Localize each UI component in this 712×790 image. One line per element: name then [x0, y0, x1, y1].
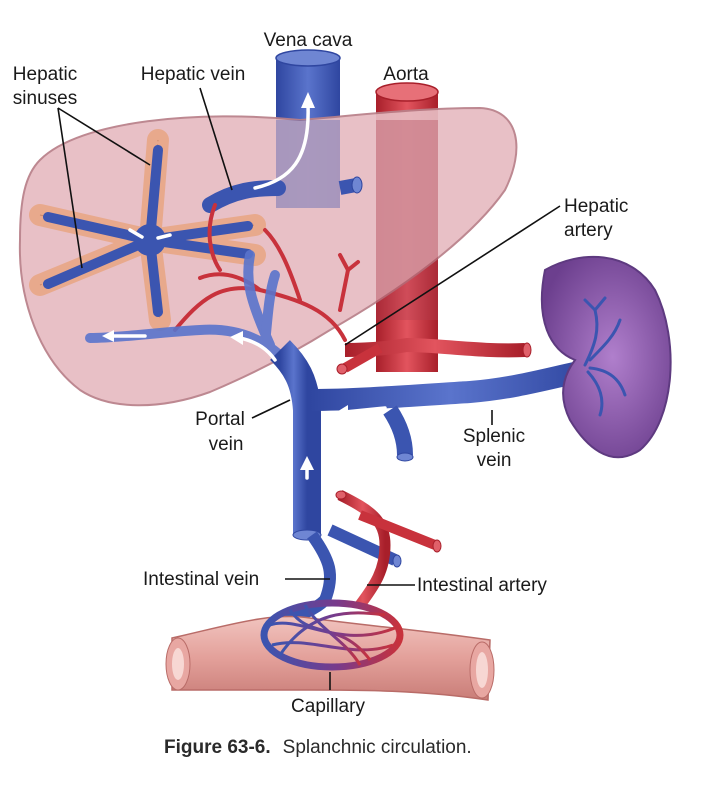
label-hepatic-artery-1: Hepatic: [564, 196, 628, 217]
splenic-vein: [309, 359, 592, 462]
figure-number: Figure 63-6.: [164, 737, 271, 758]
spleen: [540, 255, 672, 459]
figure-caption: Figure 63-6. Splanchnic circulation.: [164, 737, 472, 758]
hepatic-vein: [202, 180, 286, 213]
capillary-bed: [260, 599, 404, 671]
label-vena-cava: Vena cava: [264, 30, 353, 51]
intestinal-artery: [335, 490, 442, 609]
portal-vein: [269, 340, 322, 541]
label-hepatic-vein: Hepatic vein: [141, 64, 246, 85]
label-splenic-vein-2: vein: [477, 450, 512, 471]
leader-lines: [57, 87, 561, 690]
label-portal-vein-2: vein: [209, 434, 244, 455]
label-capillary: Capillary: [291, 696, 365, 717]
label-intestinal-vein: Intestinal vein: [143, 569, 259, 590]
flow-arrows: [110, 103, 387, 480]
label-hepatic-sinuses-1: Hepatic: [13, 64, 77, 85]
label-intestinal-artery: Intestinal artery: [417, 575, 547, 596]
figure-caption-text: Splanchnic circulation.: [283, 737, 472, 758]
label-portal-vein-1: Portal: [195, 409, 245, 430]
label-hepatic-sinuses-2: sinuses: [13, 88, 77, 109]
hepatic-artery: [336, 337, 532, 375]
label-aorta: Aorta: [383, 64, 429, 85]
flow-arrowheads: [102, 92, 348, 470]
hepatic-lobule: [29, 129, 266, 331]
intestine: [165, 615, 495, 701]
label-splenic-vein-1: Splenic: [463, 426, 525, 447]
label-hepatic-artery-2: artery: [564, 220, 613, 241]
aorta-through-liver: [376, 120, 438, 320]
